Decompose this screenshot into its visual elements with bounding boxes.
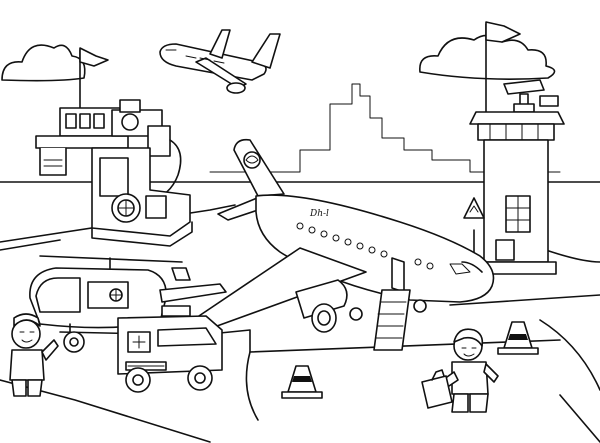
ground-crew-figure [9, 313, 59, 397]
cloud-left [1, 44, 86, 82]
cloud-right [419, 34, 556, 80]
ambulance [117, 305, 223, 393]
airliner-livery-text: Dh-l [309, 209, 329, 219]
parked-airliner: Dh-l [189, 138, 495, 351]
traffic-cone-front [281, 365, 323, 399]
fuel-station [35, 47, 193, 247]
flying-airplane [159, 29, 281, 94]
control-tower [463, 21, 565, 275]
city-skyline [209, 83, 561, 173]
traffic-cone-right [497, 321, 539, 355]
passenger-figure [421, 328, 499, 413]
airliner-windows [296, 222, 434, 270]
